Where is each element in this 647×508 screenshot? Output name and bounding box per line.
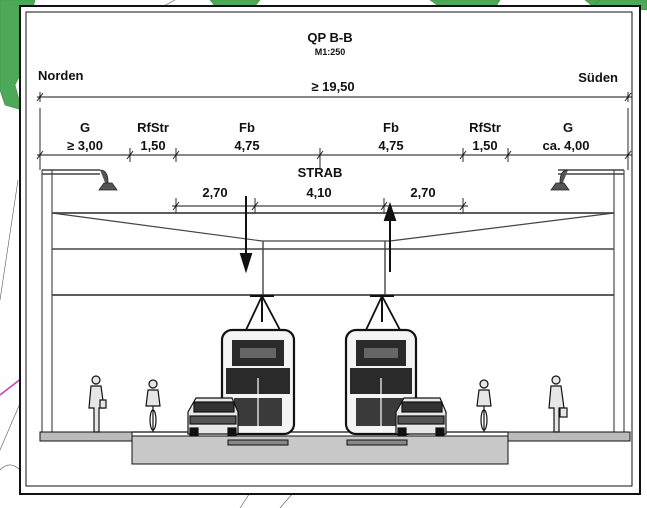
pedestrian-icon: [548, 375, 568, 433]
total-dimension-line: [36, 92, 632, 102]
catenary-structure: [41, 169, 625, 432]
down-arrow-icon: [239, 196, 253, 274]
segment-name: G: [79, 120, 91, 135]
north-label: Norden: [38, 68, 84, 83]
tram-dimension: 2,70: [410, 185, 436, 200]
south-label: Süden: [578, 70, 618, 85]
segment-name: Fb: [383, 120, 399, 135]
tram-dimension-line: [172, 198, 468, 214]
street-lamp-icon: [550, 169, 570, 191]
inner-frame: [25, 11, 633, 487]
scale-label: M1:250: [314, 47, 346, 57]
segment-value: 1,50: [472, 138, 498, 153]
segment-name: RfStr: [137, 120, 169, 135]
cyclist-icon: [476, 379, 492, 432]
segment-dimension-line: [36, 108, 632, 170]
total-width-label: ≥ 19,50: [311, 79, 355, 94]
street-lamp-icon: [98, 169, 118, 191]
car-right-icon: [395, 397, 447, 437]
segment-value: ca. 4,00: [542, 138, 590, 153]
tram-left-icon: [220, 293, 296, 436]
segment-name: G: [562, 120, 574, 135]
segment-value: 4,75: [234, 138, 260, 153]
cyclist-icon: [145, 379, 161, 432]
tram-right-icon: [344, 293, 418, 436]
section-title: QP B-B: [307, 30, 353, 45]
tram-label: STRAB: [297, 165, 343, 180]
segment-value: 4,75: [378, 138, 404, 153]
pedestrian-icon: [88, 375, 107, 433]
tram-dimension: 2,70: [202, 185, 228, 200]
up-arrow-icon: [383, 201, 397, 272]
outer-frame: [19, 5, 641, 495]
car-left-icon: [187, 397, 239, 437]
tram-dimension: 4,10: [306, 185, 332, 200]
segment-name: RfStr: [469, 120, 501, 135]
segment-value: ≥ 3,00: [66, 138, 104, 153]
segment-value: 1,50: [140, 138, 166, 153]
segment-name: Fb: [239, 120, 255, 135]
